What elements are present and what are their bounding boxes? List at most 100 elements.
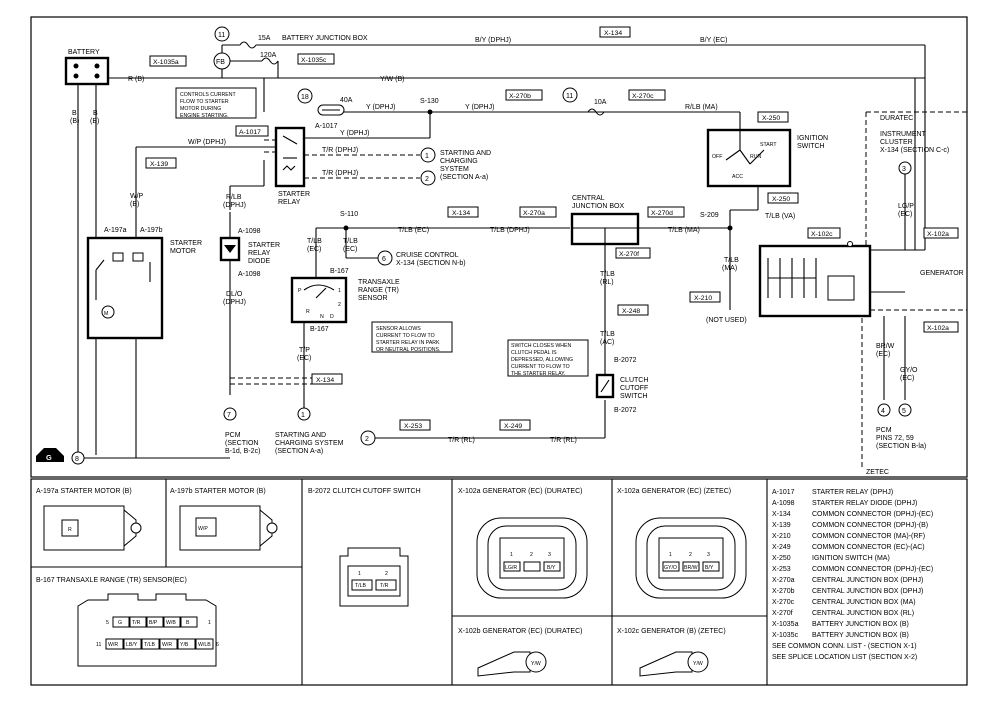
starter-wire-wp-code: (B) [130, 201, 139, 208]
starter-label-2: MOTOR [170, 248, 196, 255]
main-feed: 18 40A Y (DPHJ) S-130 Y (DPHJ) X-270b 11… [263, 78, 741, 139]
ign-acc: ACC [732, 174, 743, 180]
gen-pcm-num-2: 5 [902, 408, 906, 415]
x270d-tag: X-270d [651, 210, 673, 217]
wire-tlb-ec: T/LB (EC) [398, 227, 429, 234]
ground-num: 8 [75, 456, 79, 463]
battery-junction-box: BATTERY JUNCTION BOX [282, 35, 368, 42]
fuse15-num [214, 26, 230, 42]
clutch-note-3: DEPRESSED, ALLOWING [511, 357, 573, 363]
tr-label-2: RANGE (TR) [358, 287, 399, 294]
b2072b-label: B-2072 [614, 407, 637, 414]
cjb-wire-tlb-ac-code: (AC) [600, 339, 614, 346]
tr-sensor: S-110 T/LB (EC) X-134 T/LB (DPHJ) X-270a… [290, 206, 570, 410]
ic-label-1: INSTRUMENT [880, 131, 927, 138]
cruise-text-1: CRUISE CONTROL [396, 252, 459, 259]
x102a-d-w1: LG/R [505, 565, 517, 571]
bottom-wire-tr-1: T/R (RL) [448, 437, 475, 444]
clutch-label-1: CLUTCH [620, 377, 648, 384]
fuse15-number: 11 [218, 32, 225, 39]
x253-tag: X-253 [404, 423, 422, 430]
clutch-label-3: SWITCH [620, 393, 648, 400]
wire-y-dphj-1: Y (DPHJ) [366, 104, 395, 111]
x102a-d-pin1: 1 [510, 552, 513, 558]
legend-desc: CENTRAL JUNCTION BOX (RL) [812, 610, 914, 617]
legend-desc: STARTER RELAY (DPHJ) [812, 489, 893, 496]
diode-label-1: STARTER [248, 242, 280, 249]
tr-wire-tlb-2-code: (EC) [307, 246, 321, 253]
clutch-note-4: CURRENT TO FLOW TO [511, 364, 570, 370]
x102a-tag: X-102a [927, 231, 949, 238]
legend-desc: CENTRAL JUNCTION BOX (DPHJ) [812, 588, 923, 595]
wire-rlb-ma: R/LB (MA) [685, 104, 718, 111]
x134-top-tag: X-134 [604, 30, 622, 37]
tr-note-3: STARTER RELAY IN PARK [376, 340, 440, 346]
s209-wire-code: (MA) [722, 265, 737, 272]
pcm-left: 7 PCM (SECTION B-1d, B-2c) [223, 407, 260, 455]
a197b-label: A-197b [140, 227, 163, 234]
pcm-left-2: (SECTION [225, 440, 258, 447]
gen-pcm-2: PINS 72, 59 [876, 435, 914, 442]
pcm-left-3: B-1d, B-2c) [225, 448, 260, 455]
wire-by-dphj: B/Y (DPHJ) [475, 37, 511, 44]
cjb-wire-tlb-rl-code: (RL) [600, 279, 614, 286]
tr-note-2: CURRENT TO FLOW TO [376, 333, 435, 339]
tr-wire-tp-code: (EC) [297, 355, 311, 362]
a1017-label-b: A-1017 [315, 123, 338, 130]
b167-row1: G T/R B/P W/B B [112, 616, 198, 628]
panel-a197b-title: A-197b STARTER MOTOR (B) [170, 488, 266, 495]
legend-desc: SEE SPLICE LOCATION LIST (SECTION X-2) [772, 654, 917, 661]
b2072-label: B-2072 [614, 357, 637, 364]
starter-relay-diode: R/LB (DPHJ) A-1098 STARTER RELAY DIODE A… [219, 160, 340, 395]
b167-r1-c3: B/P [149, 620, 158, 626]
x102a-d-pin3: 3 [548, 552, 551, 558]
x102a-z-pin1: 1 [669, 552, 672, 558]
panel-x102a-z-title: X-102a GENERATOR (EC) (ZETEC) [617, 488, 731, 495]
relay-note-1: CONTROLS CURRENT [180, 92, 236, 98]
duratec-label: DURATEC [880, 115, 913, 122]
legend-code: X-1035c [772, 632, 799, 639]
wire-yw-b: Y/W (B) [380, 76, 405, 83]
x102a-z-pin2: 2 [689, 552, 692, 558]
diode-label-3: DIODE [248, 258, 271, 265]
tr-label-1: TRANSAXLE [358, 279, 400, 286]
cruise-num: 6 [382, 256, 386, 263]
b167-r1-c5: B [186, 620, 190, 626]
not-used: (NOT USED) [706, 317, 747, 324]
fb-label: FB [216, 59, 225, 66]
legend-code: X-270a [772, 577, 795, 584]
gen-wire-gyo: GY/O [900, 367, 918, 374]
fuse10-rating: 10A [594, 99, 607, 106]
s209-label: S-209 [700, 212, 719, 219]
gen-wire-brw: BR/W [876, 343, 895, 350]
b167-r2-c1: W/R [108, 642, 118, 648]
b167-r2-c4: W/R [162, 642, 172, 648]
relay-wire-tr-2: T/R (DPHJ) [322, 170, 358, 177]
legend-desc: STARTER RELAY DIODE (DPHJ) [812, 500, 917, 507]
starting-charging-ref: 1 STARTING AND CHARGING SYSTEM (SECTION … [275, 407, 344, 455]
legend-code: A-1017 [772, 489, 795, 496]
b167-r1-c1: G [118, 620, 122, 626]
clutch-cutoff-switch: SWITCH CLOSES WHEN CLUTCH PEDAL IS DEPRE… [507, 339, 648, 414]
panel-a197b-pin: W/P [198, 526, 208, 532]
x102b-d-w: Y/W [531, 661, 541, 667]
ignition-switch: X-250 OFF ACC RUN START IGNITION SWITCH … [706, 111, 828, 228]
legend-code: X-249 [772, 544, 791, 551]
battery-wire-left: B [72, 110, 77, 117]
central-junction-box: CENTRAL JUNCTION BOX X-270d T/LB (MA) X-… [570, 195, 730, 385]
fuse40-number: 18 [301, 94, 309, 101]
scs-1: STARTING AND [275, 432, 326, 439]
x102a-d-w3: B/Y [547, 565, 556, 571]
clutch-note-2: CLUTCH PEDAL IS [511, 350, 557, 356]
diagram-frame [30, 16, 968, 478]
wire-by-ec: B/Y (EC) [700, 37, 728, 44]
panel-x102c-z-title: X-102c GENERATOR (B) (ZETEC) [617, 628, 726, 635]
generator: DURATEC INSTRUMENT CLUSTER X-134 (SECTIO… [758, 111, 967, 476]
tr-r: R [306, 309, 310, 315]
gen-pcm-num-1: 4 [881, 408, 885, 415]
panel-a197a-pin: R [68, 527, 72, 533]
x210-tag: X-210 [694, 295, 712, 302]
diode-wire-rlb-code: (DPHJ) [223, 202, 246, 209]
relay-ref-2: 2 [425, 176, 429, 183]
b167-r1-c2: T/R [132, 620, 141, 626]
